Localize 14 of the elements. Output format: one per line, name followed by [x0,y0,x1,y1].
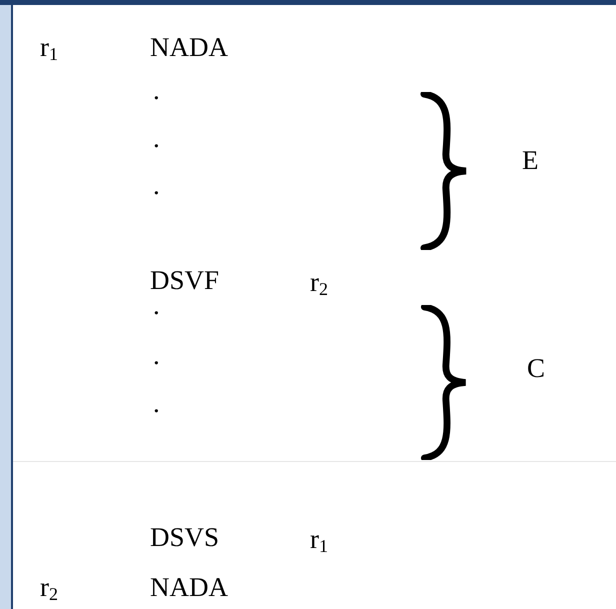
ellipsis-dot: . [153,340,160,370]
ellipsis-dot: . [153,170,160,200]
ellipsis-dot: . [153,388,160,418]
variable-label: r$_{2}$ [40,572,58,606]
variable-label: r$_{1}$ [40,32,58,66]
ellipsis-dot: . [153,123,160,153]
state-label: NADA [150,32,228,62]
ellipsis-dot: . [153,75,160,105]
group-label: C [527,353,546,383]
state-label: DSVS [150,522,220,552]
state-label: NADA [150,572,228,602]
group-label: E [522,145,538,175]
variable-label: r$_{2}$ [310,267,328,301]
variable-label: r$_{1}$ [310,524,328,558]
